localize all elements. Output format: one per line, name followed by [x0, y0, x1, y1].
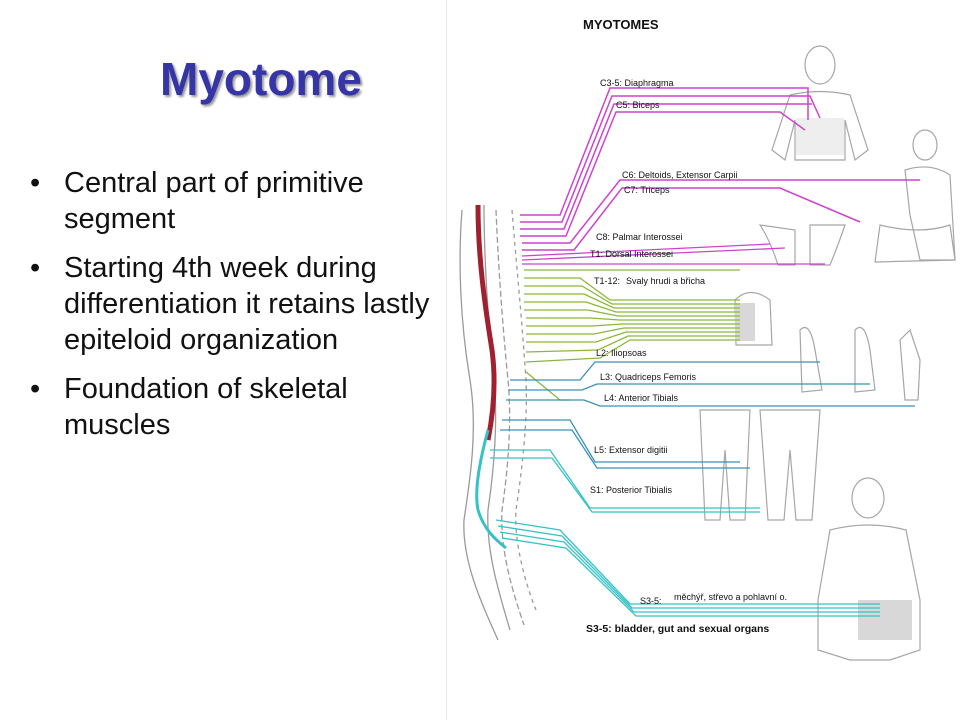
sacral-nerves	[490, 449, 880, 617]
label-l5: L5: Extensor digitii	[594, 445, 668, 455]
spinal-cord	[475, 204, 497, 441]
myotomes-diagram: MYOTOMES	[459, 17, 956, 661]
label-s3-5-cz: měchýř, střevo a pohlavní o.	[674, 592, 787, 602]
label-s3-5-prefix: S3-5:	[640, 596, 662, 606]
label-c5: C5: Biceps	[616, 100, 660, 110]
c8-t1-nerves	[521, 243, 825, 265]
bullet-item: • Central part of primitive segment	[30, 165, 445, 237]
cauda-equina	[475, 429, 507, 550]
diagram-heading: MYOTOMES	[583, 17, 659, 32]
label-s3-5-en: S3-5: bladder, gut and sexual organs	[586, 623, 769, 635]
label-t1-12-cz: Svaly hrudi a břicha	[626, 276, 705, 286]
label-l4: L4: Anterior Tibials	[604, 393, 679, 403]
label-c3-5: C3-5: Diaphragma	[600, 78, 674, 88]
slide-title: Myotome	[160, 53, 362, 105]
body-outlines	[699, 45, 956, 661]
lumbar-nerves	[500, 361, 915, 469]
label-t1: T1: Dorsal Interossei	[590, 249, 673, 259]
shaded-regions	[735, 118, 912, 640]
thoracic-nerves	[524, 269, 740, 401]
label-s1: S1: Posterior Tibialis	[590, 485, 673, 495]
slide-divider	[446, 0, 447, 720]
cervical-nerves	[520, 87, 920, 251]
bullet-item: • Starting 4th week during differentiatio…	[30, 250, 445, 358]
spine-illustration	[459, 204, 537, 641]
bullet-text: Foundation of skeletal muscles	[64, 373, 348, 441]
bullet-dot-icon: •	[30, 167, 41, 199]
bullet-item: • Foundation of skeletal muscles	[30, 371, 445, 443]
label-l3: L3: Quadriceps Femoris	[600, 372, 697, 382]
label-t1-12: T1-12:	[594, 276, 620, 286]
label-c7: C7: Triceps	[624, 185, 670, 195]
label-c6: C6: Deltoids, Extensor Carpii	[622, 170, 738, 180]
bullet-text: Central part of primitive segment	[64, 167, 364, 235]
bullet-text: Starting 4th week during differentiation…	[64, 252, 430, 356]
label-c8: C8: Palmar Interossei	[596, 232, 683, 242]
bullet-dot-icon: •	[30, 252, 41, 284]
bullet-dot-icon: •	[30, 373, 41, 405]
bullet-list: • Central part of primitive segment • Star…	[30, 165, 445, 456]
label-l2: L2: Iliopsoas	[596, 348, 647, 358]
